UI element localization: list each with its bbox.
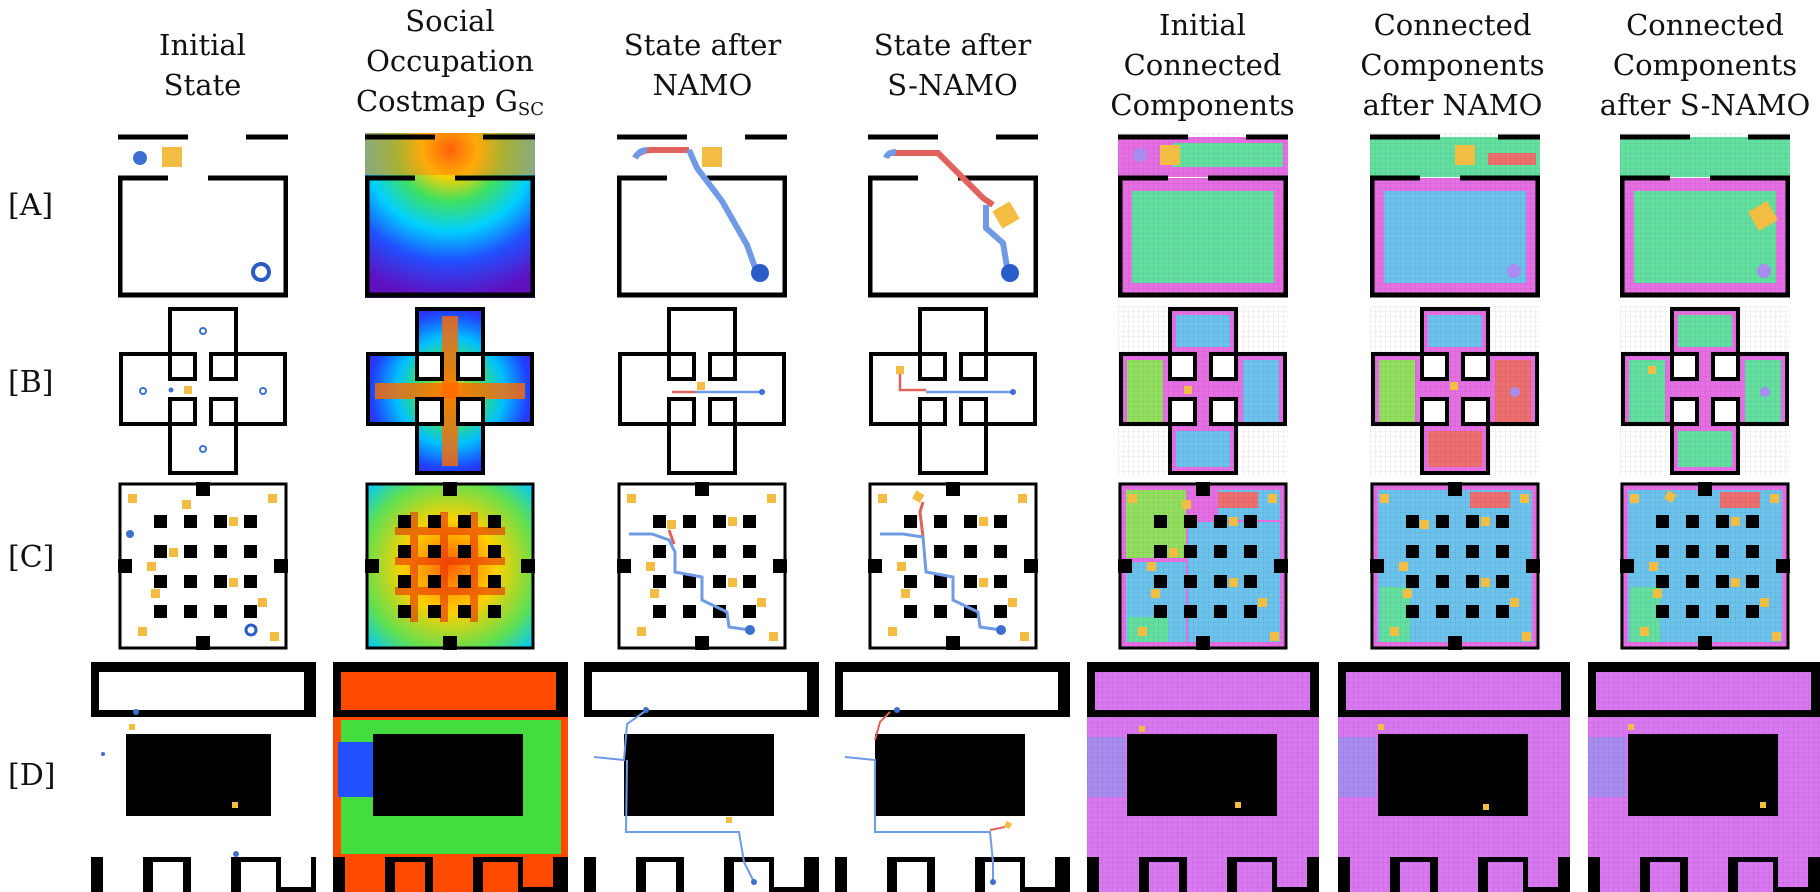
movable-obstacle	[1160, 145, 1180, 165]
header-line-with-subscript: Costmap GSC	[356, 81, 544, 130]
cell-c-components-after-namo	[1370, 482, 1540, 650]
robot	[751, 264, 769, 282]
snamo-path	[898, 372, 926, 392]
row-label-d: [D]	[8, 758, 56, 793]
robot	[745, 625, 755, 635]
cell-b-components-after-namo	[1370, 306, 1540, 476]
column-header-components-after-namo: Connected Components after NAMO	[1345, 0, 1560, 130]
cell-b-components-after-snamo	[1620, 306, 1790, 476]
column-header-components-after-snamo: Connected Components after S-NAMO	[1595, 0, 1815, 130]
column-header-initial-state: Initial State	[100, 0, 305, 130]
column-header-social-costmap: Social Occupation Costmap GSC	[340, 0, 560, 130]
header-line: Social	[405, 3, 495, 38]
header-line: after NAMO	[1362, 88, 1543, 122]
movable-obstacle	[1455, 145, 1475, 165]
header-line: Occupation	[366, 43, 534, 78]
namo-path	[629, 532, 751, 632]
cell-a-state-after-snamo	[868, 133, 1038, 298]
robot-goal	[251, 262, 271, 282]
static-pillars	[118, 482, 288, 650]
namo-path	[632, 147, 760, 275]
header-line: Connected	[1626, 8, 1784, 42]
cell-c-state-after-snamo	[868, 482, 1038, 650]
robot	[1001, 264, 1019, 282]
cell-d-initial-state	[91, 662, 316, 892]
movable-obstacle	[697, 382, 705, 390]
row-label-b: [B]	[8, 365, 54, 400]
cell-a-state-after-namo	[617, 133, 787, 298]
cell-d-state-after-snamo	[835, 662, 1070, 892]
header-line: State after	[873, 28, 1032, 62]
row-label-c: [C]	[8, 540, 55, 575]
robot	[1010, 389, 1016, 395]
header-line: Components	[1360, 48, 1545, 82]
cell-b-initial-components	[1118, 306, 1288, 476]
cell-d-components-after-snamo	[1588, 662, 1820, 892]
column-header-state-after-namo: State after NAMO	[600, 0, 805, 130]
movable-obstacle	[1747, 200, 1779, 232]
movable-obstacle	[896, 366, 904, 374]
cell-c-initial-components	[1118, 482, 1288, 650]
header-line: S-NAMO	[887, 68, 1018, 102]
cell-b-initial-state	[118, 306, 288, 476]
cell-c-components-after-snamo	[1620, 482, 1790, 650]
cell-b-social-costmap	[365, 306, 535, 476]
cell-c-social-costmap	[365, 482, 535, 650]
cell-a-initial-state	[118, 133, 288, 298]
header-line: State after	[623, 28, 782, 62]
movable-obstacle	[184, 386, 192, 394]
cell-a-initial-components	[1118, 133, 1288, 298]
cell-b-state-after-snamo	[868, 306, 1038, 476]
cell-b-state-after-namo	[617, 306, 787, 476]
namo-path	[844, 756, 994, 882]
header-line: Initial	[159, 28, 246, 62]
cell-d-social-costmap	[333, 662, 568, 892]
movable-obstacle	[1184, 386, 1192, 394]
snamo-path	[918, 501, 925, 538]
column-header-state-after-snamo: State after S-NAMO	[850, 0, 1055, 130]
snamo-path	[874, 711, 1006, 831]
header-line: Components	[1110, 88, 1295, 122]
header-line: Initial	[1159, 8, 1246, 42]
cell-a-social-costmap	[365, 133, 535, 298]
snamo-path	[890, 150, 995, 208]
column-header-initial-components: Initial Connected Components	[1095, 0, 1310, 130]
movable-obstacle	[162, 147, 182, 167]
row-label-a: [A]	[8, 188, 54, 223]
namo-path	[593, 711, 755, 883]
header-line: Components	[1612, 48, 1798, 82]
movable-obstacle	[992, 201, 1020, 229]
robot	[996, 625, 1006, 635]
cell-a-components-after-snamo	[1620, 133, 1790, 298]
map-walls	[118, 134, 288, 298]
snamo-path	[667, 529, 676, 545]
header-line: State	[163, 68, 242, 102]
cell-c-initial-state	[118, 482, 288, 650]
header-line: Connected	[1373, 8, 1532, 42]
cell-d-initial-components	[1087, 662, 1319, 892]
cell-c-state-after-namo	[617, 482, 787, 650]
cell-a-components-after-namo	[1370, 133, 1540, 298]
robot	[759, 389, 765, 395]
header-line: Connected	[1123, 48, 1282, 82]
movable-obstacle	[702, 147, 722, 167]
header-line: Costmap G	[355, 83, 518, 118]
header-line: NAMO	[652, 68, 753, 102]
namo-path	[883, 149, 1011, 274]
header-subscript: SC	[517, 98, 545, 120]
header-line: after S-NAMO	[1599, 88, 1811, 122]
cell-d-components-after-namo	[1338, 662, 1570, 892]
robot-start	[133, 151, 147, 165]
movable-obstacle	[1450, 382, 1458, 390]
namo-path	[880, 532, 1002, 632]
movable-obstacle	[1648, 366, 1656, 374]
cell-d-state-after-namo	[584, 662, 819, 892]
